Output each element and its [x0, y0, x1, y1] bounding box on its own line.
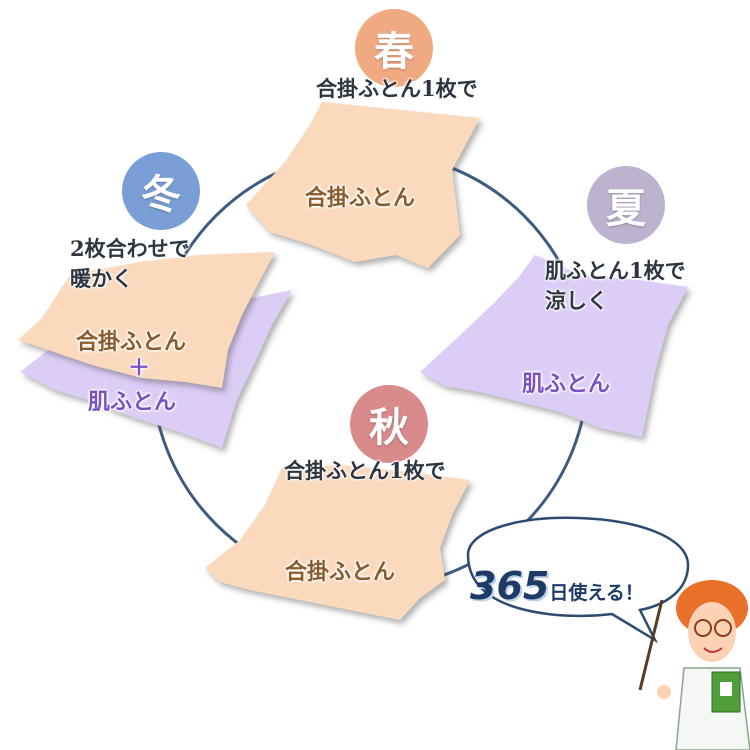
bubble-suffix: 日使える！: [549, 582, 644, 604]
summer-caption-line2: 涼しく: [545, 288, 608, 313]
winter-caption: 2枚合わせで 暖かく: [70, 234, 190, 294]
pointer-stick: [638, 599, 664, 691]
autumn-season-badge: 秋: [350, 385, 428, 463]
summer-futon: [420, 255, 688, 437]
winter-peach-futon: [18, 252, 275, 388]
winter-plus-sign: ＋: [128, 355, 151, 381]
summer-caption: 肌ふとん1枚で 涼しく: [545, 256, 686, 316]
winter-season-badge: 冬: [122, 152, 200, 230]
winter-top-futon-label: 合掛ふとん: [76, 329, 187, 355]
winter-caption-line1: 2枚合わせで: [70, 236, 190, 261]
spring-futon-label: 合掛ふとん: [305, 185, 416, 211]
spring-futon: [246, 102, 480, 268]
winter-caption-line2: 暖かく: [70, 266, 133, 291]
speech-bubble: [466, 516, 690, 644]
spring-season-badge: 春: [355, 9, 433, 87]
summer-season-badge: 夏: [587, 166, 665, 244]
autumn-futon-label: 合掛ふとん: [285, 559, 396, 585]
autumn-caption: 合掛ふとん1枚で: [284, 458, 446, 483]
summer-caption-line1: 肌ふとん1枚で: [545, 258, 686, 283]
spring-caption: 合掛ふとん1枚で: [316, 76, 478, 101]
doctor-mascot-illustration: [638, 580, 750, 750]
bubble-message: 365日使える！: [470, 564, 644, 608]
autumn-futon: [205, 465, 470, 620]
summer-futon-label: 肌ふとん: [522, 371, 611, 397]
bubble-number: 365: [470, 564, 550, 608]
winter-bottom-futon-label: 肌ふとん: [88, 389, 177, 415]
